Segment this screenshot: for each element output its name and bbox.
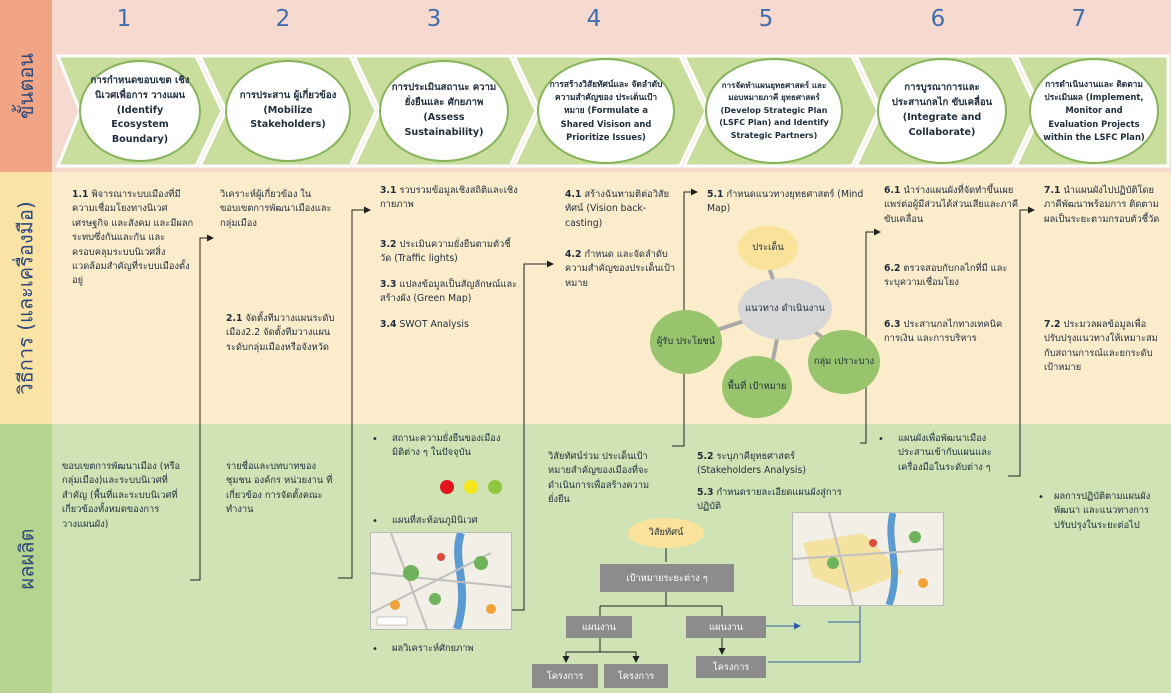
method-1-1: 1.1 พิจารณาระบบเมืองที่มีความเชื่อมโยงทา… bbox=[72, 189, 194, 287]
step-6-label: การบูรณาการและ ประสานกลไก ขับเคลื่อน (In… bbox=[891, 82, 993, 138]
methods-band bbox=[0, 172, 1171, 424]
method-3-1: 3.1 รวบรวมข้อมูลเชิงสถิติและเชิงกายภาพ bbox=[380, 185, 518, 211]
integrated-plan-map bbox=[792, 512, 944, 606]
row-label-outputs: ผลผลิต bbox=[0, 424, 52, 693]
method-6-3: 6.3 ประสานกลไกทางเทคนิค การเงิน และการบร… bbox=[884, 319, 1003, 345]
step-3-label: การประเมินสถานะ ความยั่งยืนและ ศักยภาพ (… bbox=[391, 82, 497, 138]
method-3-2: 3.2 ประเมินความยั่งยืนตามตัวชี้วัด (Traf… bbox=[380, 239, 511, 265]
step-1-label: การกำหนดขอบเขต เชิงนิเวศเพื่อการ วางแผน … bbox=[90, 74, 190, 146]
output-5-2: 5.2 ระบุภาคียุทธศาสตร์ (Stakeholders Ana… bbox=[697, 451, 806, 477]
outputs-band bbox=[0, 424, 1171, 693]
step-number-4: 4 bbox=[586, 6, 602, 32]
tree-plan-b: แผนงาน bbox=[686, 616, 766, 638]
output-6: แผนผังเพื่อพัฒนาเมืองประสานเข้ากับแผนและ… bbox=[898, 433, 992, 473]
step-7-label: การดำเนินงานและ ติดตามประเมินผล (Impleme… bbox=[1043, 79, 1145, 142]
traffic-light-green bbox=[488, 480, 502, 494]
step-number-1: 1 bbox=[116, 6, 132, 32]
mindmap-center: แนวทาง ดำเนินงาน bbox=[738, 278, 832, 340]
output-4: วิสัยทัศน์ร่วม ประเด็นเป้าหมายสำคัญของเม… bbox=[548, 451, 650, 506]
step-2-label: การประสาน ผู้เกี่ยวข้อง (Mobilize Stakeh… bbox=[239, 89, 337, 131]
output-3-potential: ผลวิเคราะห์ศักยภาพ bbox=[392, 643, 474, 654]
output-7: ผลการปฏิบัติตามแผนผังพัฒนา และแนวทางการป… bbox=[1054, 491, 1151, 531]
step-chevrons bbox=[55, 54, 1170, 168]
traffic-light-yellow bbox=[464, 480, 478, 494]
mindmap-beneficiaries: ผู้รับ ประโยชน์ bbox=[650, 310, 722, 374]
output-1: ขอบเขตการพัฒนาเมือง (หรือกลุ่มเมือง)และร… bbox=[62, 461, 181, 530]
mindmap-target-area: พื้นที่ เป้าหมาย bbox=[722, 356, 792, 418]
mindmap-vulnerable: กลุ่ม เปราะบาง bbox=[808, 330, 880, 394]
bullet-6: • bbox=[878, 434, 884, 445]
step-5-label: การจัดทำแผนยุทธศาสตร์ และมอบหมายภาคี ยุท… bbox=[719, 81, 829, 140]
step-number-5: 5 bbox=[758, 6, 774, 32]
bullet-3a: • bbox=[372, 434, 378, 445]
row-label-steps: ขั้นตอน bbox=[0, 0, 52, 172]
method-6-1: 6.1 นำร่างแผนผังที่จัดทำขึ้นเผยแพร่ต่อผู… bbox=[884, 185, 1019, 225]
tree-project-b: โครงการ bbox=[604, 664, 668, 688]
output-3-status: สถานะความยั่งยืนของเมืองมิติต่าง ๆ ในปัจ… bbox=[392, 433, 501, 459]
method-4-1: 4.1 สร้างฉันทามติต่อวิสัยทัศน์ (Vision b… bbox=[565, 189, 670, 229]
method-3-4: 3.4 SWOT Analysis bbox=[380, 319, 469, 330]
tree-plan-a: แผนงาน bbox=[566, 616, 632, 638]
method-4-2: 4.2 กำหนด และจัดลำดับความสำคัญของประเด็น… bbox=[565, 249, 676, 289]
output-3-map: แผนที่สะท้อนภูมินิเวศ bbox=[392, 515, 478, 526]
row-label-methods: วิธีการ (และเครื่องมือ) bbox=[0, 172, 52, 424]
step-number-6: 6 bbox=[930, 6, 946, 32]
mindmap-issue: ประเด็น bbox=[738, 226, 798, 270]
method-6-2: 6.2 ตรวจสอบกับกลไกที่มี และระบุความเชื่อ… bbox=[884, 263, 1008, 289]
step-4-label: การสร้างวิสัยทัศน์และ จัดลำดับความสำคัญข… bbox=[549, 79, 663, 142]
tree-project-c: โครงการ bbox=[696, 656, 766, 678]
output-5-3: 5.3 กำหนดรายละเอียดแผนผังสู่การปฏิบัติ bbox=[697, 487, 842, 513]
method-7-1: 7.1 นำแผนผังไปปฏิบัติโดยภาคีพัฒนาพร้อมกา… bbox=[1044, 185, 1160, 225]
step-number-2: 2 bbox=[275, 6, 291, 32]
method-5-1: 5.1 กำหนดแนวทางยุทธศาสตร์ (Mind Map) bbox=[707, 189, 864, 215]
traffic-light-red bbox=[440, 480, 454, 494]
tree-goals: เป้าหมายระยะต่าง ๆ bbox=[600, 564, 734, 592]
method-7-2: 7.2 ประมวลผลข้อมูลเพื่อปรับปรุงแนวทางให้… bbox=[1044, 319, 1158, 374]
green-map-image bbox=[370, 532, 512, 630]
method-3-3: 3.3 แปลงข้อมูลเป็นสัญลักษณ์และสร้างผัง (… bbox=[380, 279, 518, 305]
bullet-7: • bbox=[1038, 492, 1044, 503]
tree-vision: วิสัยทัศน์ bbox=[628, 518, 704, 548]
bullet-3b: • bbox=[372, 516, 378, 527]
step-number-7: 7 bbox=[1071, 6, 1087, 32]
step-number-3: 3 bbox=[426, 6, 442, 32]
output-2: รายชื่อและบทบาทของชุมชน องค์กร หน่วยงาน … bbox=[226, 461, 333, 516]
method-2-1: 2.1 จัดตั้งทีมวางแผนระดับเมือง2.2 จัดตั้… bbox=[226, 313, 335, 353]
method-2-analysis: วิเคราะห์ผู้เกี่ยวข้อง ในขอบเขตการพัฒนาเ… bbox=[220, 189, 332, 229]
bullet-3c: • bbox=[372, 644, 378, 655]
tree-project-a: โครงการ bbox=[532, 664, 598, 688]
